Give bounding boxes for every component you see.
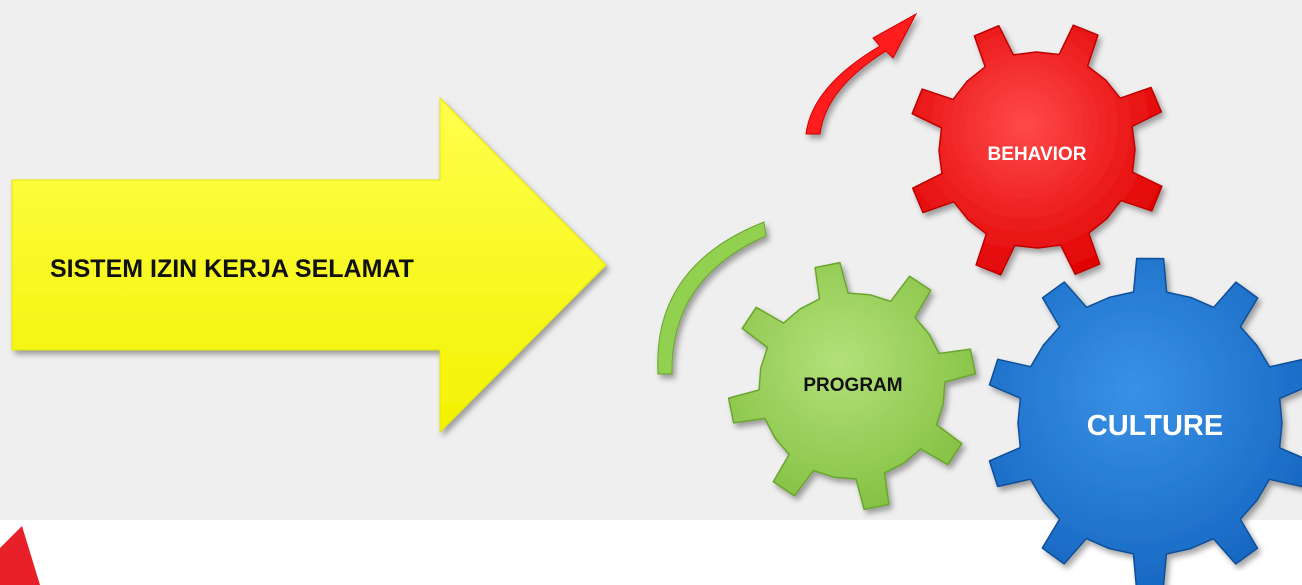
yellow-arrow-shape bbox=[11, 96, 607, 434]
culture-gear-body bbox=[988, 257, 1302, 585]
culture-gear-label: CULTURE bbox=[1087, 410, 1223, 442]
program-gear-body bbox=[727, 261, 977, 511]
arrow-label: SISTEM IZIN KERJA SELAMAT bbox=[50, 255, 414, 283]
corner-accent-shape bbox=[0, 526, 40, 585]
program-gear bbox=[727, 261, 977, 511]
behavior-gear-label: BEHAVIOR bbox=[988, 144, 1087, 165]
green-arc-arrow bbox=[657, 221, 767, 375]
culture-gear bbox=[988, 257, 1302, 585]
behavior-gear bbox=[911, 24, 1163, 276]
red-curved-arrow bbox=[805, 12, 918, 135]
behavior-gear-body bbox=[911, 24, 1163, 276]
program-gear-label: PROGRAM bbox=[803, 375, 902, 396]
